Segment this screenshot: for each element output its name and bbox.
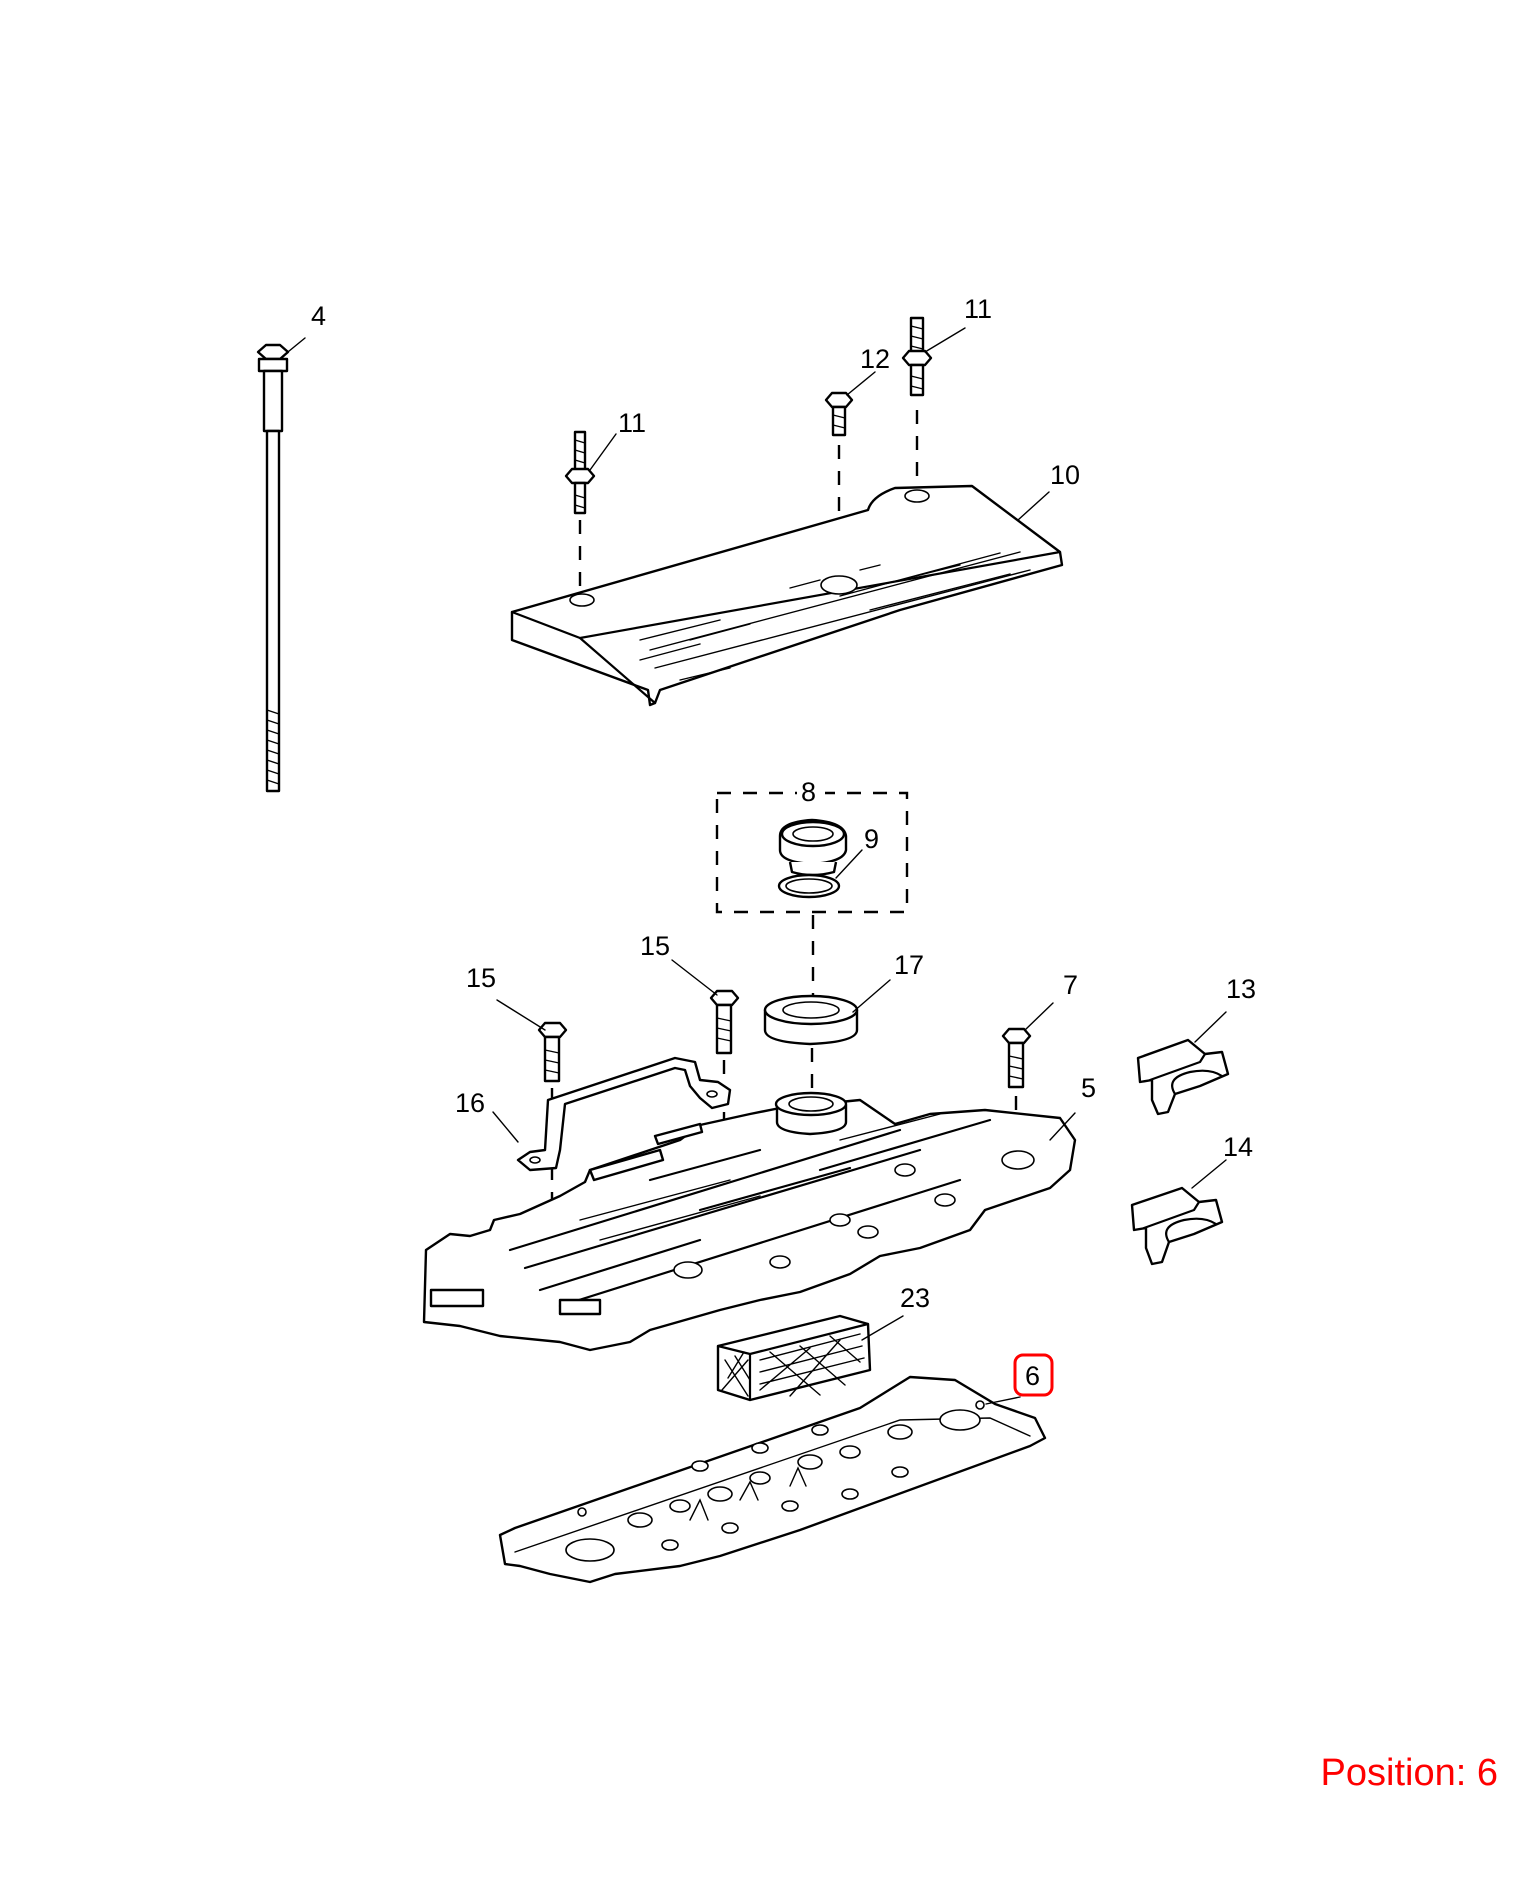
part-11-stud-left[interactable] <box>564 430 596 592</box>
callout-15-left[interactable]: 15 <box>466 963 496 993</box>
callout-8[interactable]: 8 <box>801 777 816 807</box>
callout-15-right[interactable]: 15 <box>640 931 670 961</box>
part-13-clip[interactable] <box>1136 1038 1230 1116</box>
part-23-filter[interactable] <box>716 1314 872 1402</box>
callout-17[interactable]: 17 <box>894 950 924 980</box>
position-indicator: Position: 6 <box>1320 1752 1498 1794</box>
part-5-valve-cover[interactable] <box>422 1091 1077 1352</box>
part-9-oil-filler-cap[interactable] <box>777 818 848 899</box>
callout-7[interactable]: 7 <box>1063 970 1078 1000</box>
part-10-top-cover[interactable] <box>510 484 1064 707</box>
callout-9[interactable]: 9 <box>864 824 879 854</box>
callout-5[interactable]: 5 <box>1081 1073 1096 1103</box>
callout-6-highlight-box <box>1013 1353 1054 1397</box>
part-4-long-bolt[interactable] <box>256 343 290 793</box>
callout-leaders <box>282 327 1227 1405</box>
callout-8-bg <box>797 778 825 806</box>
callout-11-right[interactable]: 11 <box>964 294 992 324</box>
callout-13[interactable]: 13 <box>1226 974 1256 1004</box>
callout-23[interactable]: 23 <box>900 1283 930 1313</box>
part-17-seal-ring[interactable] <box>763 994 859 1046</box>
callout-4[interactable]: 4 <box>311 301 326 331</box>
part-16-bracket[interactable] <box>516 1056 732 1172</box>
part-11-stud-right[interactable] <box>901 316 933 480</box>
part-6-gasket[interactable] <box>498 1375 1047 1584</box>
callout-11-left[interactable]: 11 <box>618 408 646 438</box>
part-8-cap-kit-box <box>715 791 909 914</box>
callout-16[interactable]: 16 <box>455 1088 485 1118</box>
callout-6[interactable]: 6 <box>1025 1361 1040 1391</box>
callout-14[interactable]: 14 <box>1223 1132 1253 1162</box>
part-7-bolt[interactable] <box>1001 1027 1032 1140</box>
callout-12[interactable]: 12 <box>860 344 890 374</box>
part-14-clip[interactable] <box>1130 1186 1224 1266</box>
callout-10[interactable]: 10 <box>1050 460 1080 490</box>
